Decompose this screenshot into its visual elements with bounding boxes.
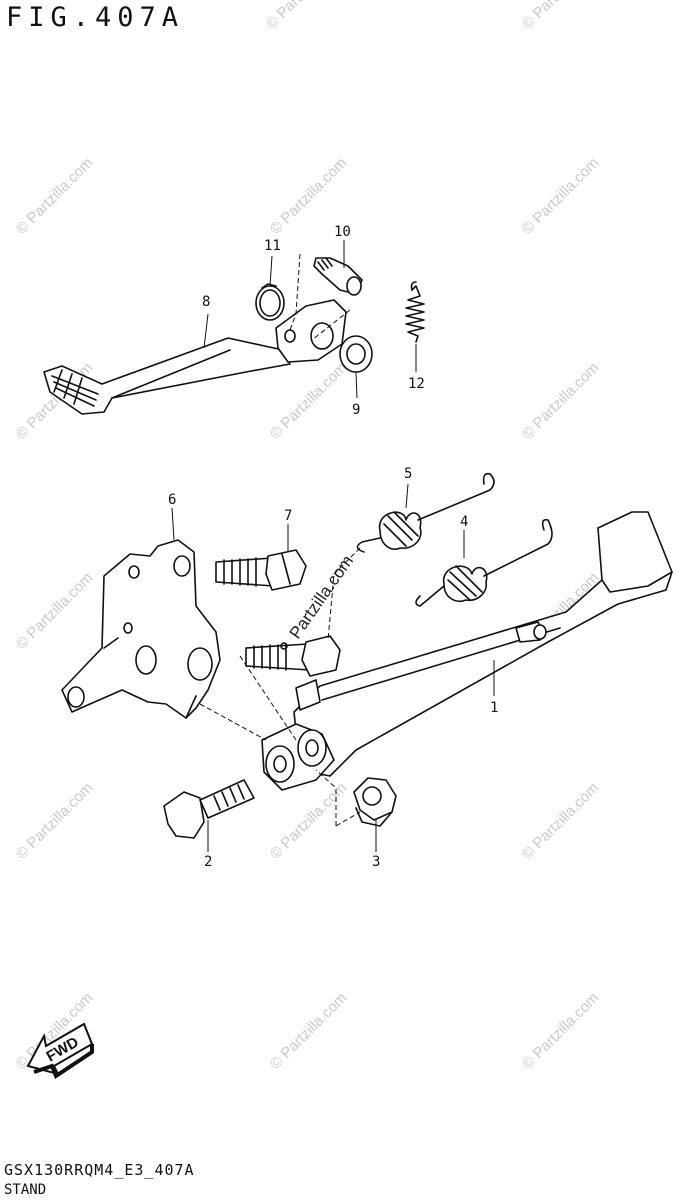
callout-3: 3 xyxy=(372,854,380,870)
watermark: © Partzilla.com xyxy=(267,779,350,862)
part-11-circlip xyxy=(255,283,285,321)
callout-7: 7 xyxy=(284,508,292,524)
callout-11: 11 xyxy=(264,238,281,254)
part-8-lever xyxy=(43,299,347,415)
leader-lines xyxy=(171,240,495,852)
callout-1: 1 xyxy=(490,700,498,716)
watermark: © Partzilla.com xyxy=(13,569,96,652)
section-name: STAND xyxy=(4,1182,47,1198)
callout-5: 5 xyxy=(404,466,412,482)
model-code: GSX130RRQM4_E3_407A xyxy=(4,1161,195,1179)
part-12-spring xyxy=(405,281,425,343)
callout-12: 12 xyxy=(408,376,425,392)
callout-9: 9 xyxy=(352,402,360,418)
part-3-nut xyxy=(353,777,397,827)
callout-8: 8 xyxy=(202,294,210,310)
watermark: © Partzilla.com xyxy=(263,0,346,33)
part-1-stand xyxy=(261,511,673,791)
watermark: © Partzilla.com xyxy=(519,779,602,862)
watermark: © Partzilla.com xyxy=(519,359,602,442)
watermark: © Partzilla.com xyxy=(519,154,602,237)
watermark: © Partzilla.com xyxy=(267,359,350,442)
part-10-bolt xyxy=(313,257,363,296)
part-7b-bolt xyxy=(245,635,341,677)
callout-6: 6 xyxy=(168,492,176,508)
watermark: © Partzilla.com xyxy=(519,0,602,33)
watermark: © Partzilla.com xyxy=(267,989,350,1072)
part-6-bracket xyxy=(61,539,221,719)
callout-2: 2 xyxy=(204,854,212,870)
watermark: © Partzilla.com xyxy=(13,779,96,862)
part-5-spring xyxy=(356,472,495,553)
part-4-spring xyxy=(415,518,553,607)
callouts: 8 10 11 9 12 5 4 7 6 1 2 3 xyxy=(168,224,498,870)
watermark: © Partzilla.com xyxy=(13,154,96,237)
callout-10: 10 xyxy=(334,224,351,240)
callout-4: 4 xyxy=(460,514,468,530)
watermark-layer: © Partzilla.com © Partzilla.com © Partzi… xyxy=(13,0,602,1073)
part-2-bolt xyxy=(163,779,255,839)
figure-title: FIG.407A xyxy=(6,2,185,33)
part-9-washer xyxy=(339,335,373,373)
part-7-bolt xyxy=(215,549,307,591)
watermark: © Partzilla.com xyxy=(519,989,602,1072)
